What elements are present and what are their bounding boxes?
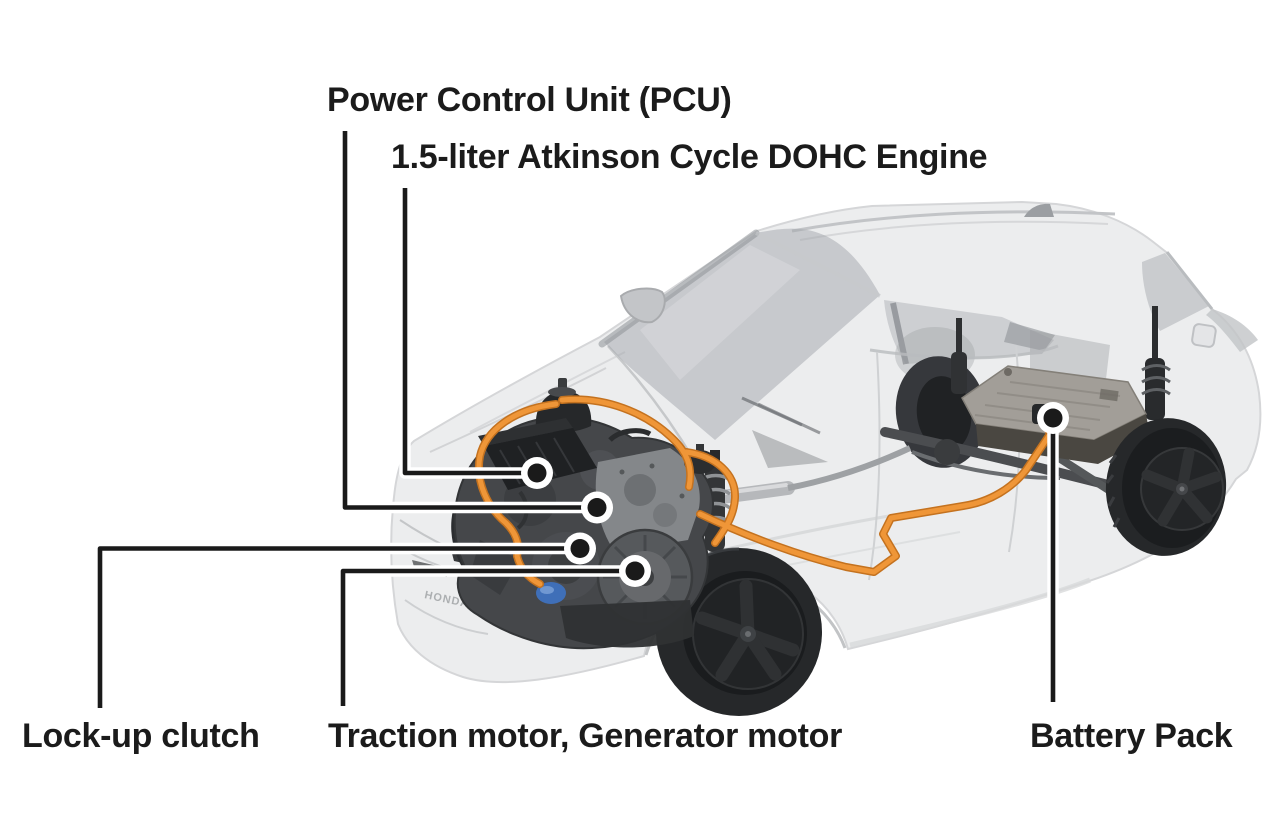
label-battery-pack: Battery Pack [1030, 717, 1233, 755]
callout-lines [94, 131, 1069, 708]
roof-antenna [1024, 203, 1054, 217]
rear-wheel [1105, 418, 1227, 556]
hv-cables [474, 395, 1061, 588]
engine-callout-dot [527, 463, 547, 483]
pcu-callout-dot [587, 498, 607, 517]
side-mirror [619, 287, 666, 324]
battery-callout-dot [1043, 408, 1063, 428]
lockup-callout-dot [570, 539, 590, 558]
fuel-door [1191, 323, 1217, 348]
traction-callout-dot [625, 561, 645, 581]
rear-window [1142, 253, 1209, 331]
label-power-control-unit: Power Control Unit (PCU) [327, 81, 732, 119]
label-engine: 1.5-liter Atkinson Cycle DOHC Engine [391, 138, 988, 176]
pcu-callout-line [342, 131, 597, 510]
far-rear-damper [956, 318, 962, 356]
taillight [1206, 309, 1258, 352]
callout-dots [521, 402, 1069, 587]
windshield [598, 228, 881, 440]
side-windows [884, 300, 1055, 365]
traction-callout-line [340, 568, 635, 706]
label-lockup-clutch: Lock-up clutch [22, 717, 260, 755]
rear-damper [1152, 306, 1158, 362]
lockup-callout-line [97, 546, 580, 708]
label-traction-generator-motor: Traction motor, Generator motor [328, 717, 842, 755]
engine-callout-line [402, 188, 537, 476]
a-pillar [598, 229, 760, 348]
